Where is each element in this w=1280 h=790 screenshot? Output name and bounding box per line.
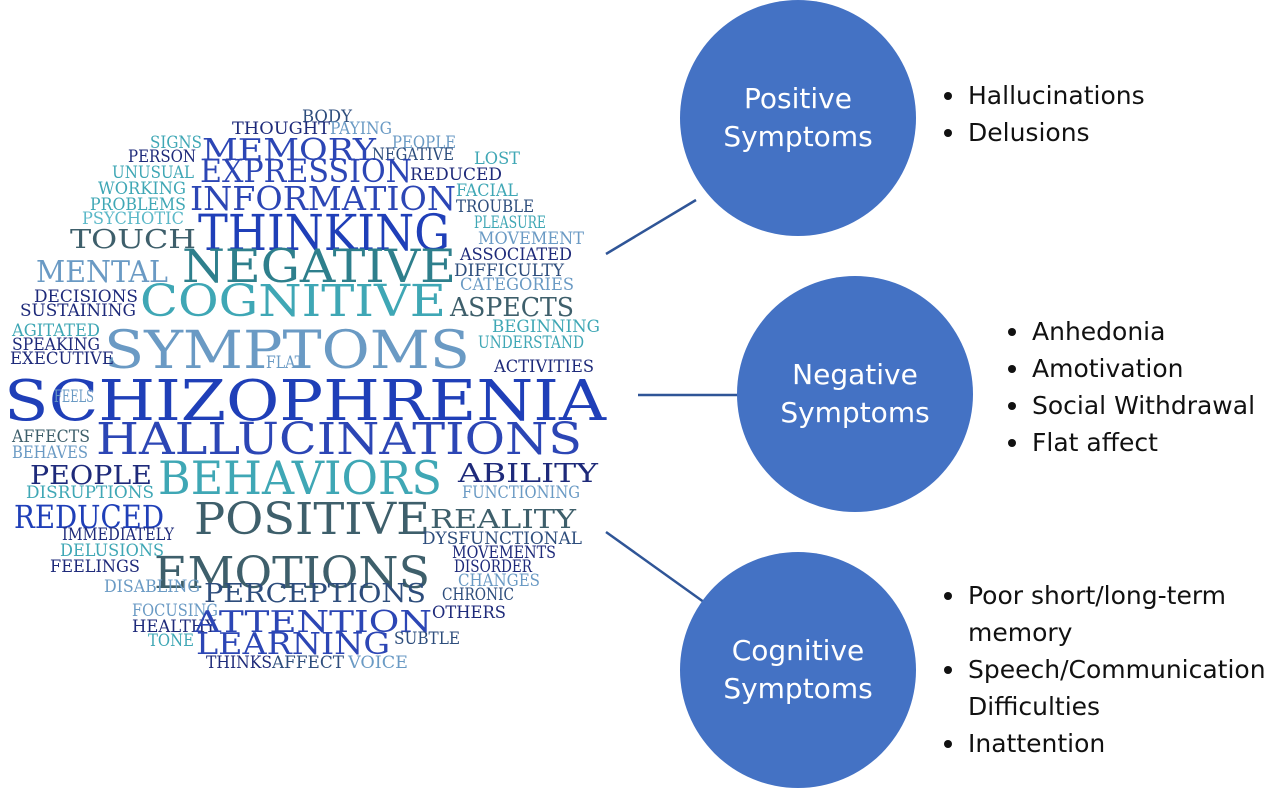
cloud-word-people: PEOPLE [392, 133, 456, 153]
cloud-word-perceptions: PERCEPTIONS [204, 579, 426, 609]
cognitive-title-line1: Cognitive [731, 634, 865, 667]
cloud-word-categories: CATEGORIES [460, 275, 574, 295]
cloud-word-thought: THOUGHT [232, 119, 331, 139]
cloud-word-reduced: REDUCED [410, 165, 502, 185]
cloud-word-pleasure: PLEASURE [474, 213, 546, 233]
cloud-word-decisions: DECISIONS [34, 287, 138, 307]
cloud-word-movement: MOVEMENT [478, 229, 585, 249]
cloud-word-lost: LOST [474, 149, 521, 169]
cloud-word-trouble: TROUBLE [456, 197, 534, 217]
cloud-word-touch: TOUCH [70, 225, 196, 255]
cloud-word-facial: FACIAL [456, 181, 518, 201]
cloud-word-sustaining: SUSTAINING [20, 301, 136, 321]
cloud-word-negative: NEGATIVE [372, 145, 454, 165]
positive-symptoms-circle: Positive Symptoms [680, 0, 916, 236]
cloud-word-unusual: UNUSUAL [112, 163, 194, 183]
cloud-word-delusions: DELUSIONS [60, 541, 164, 561]
cloud-word-disabling: DISABLING [104, 577, 200, 597]
cloud-word-speaking: SPEAKING [12, 335, 100, 355]
list-item-continuation: Difficulties [968, 692, 1101, 721]
cloud-word-dysfunctional: DYSFUNCTIONAL [422, 529, 582, 549]
cloud-word-psychotic: PSYCHOTIC [82, 209, 184, 229]
cloud-word-feelings: FEELINGS [50, 557, 140, 577]
cloud-word-behaviors: BEHAVIORS [158, 451, 442, 505]
cloud-word-executive: EXECUTIVE [10, 349, 114, 369]
positive-title-line2: Symptoms [723, 120, 873, 153]
list-item: Amotivation [1004, 350, 1255, 387]
cloud-word-signs: SIGNS [150, 133, 202, 153]
cloud-word-others: OTHERS [432, 603, 506, 623]
cloud-word-information: INFORMATION [190, 179, 456, 218]
cloud-word-thinks: THINKS [206, 653, 272, 673]
list-item: Social Withdrawal [1004, 387, 1255, 424]
list-item: Hallucinations [940, 77, 1145, 114]
negative-symptoms-circle: Negative Symptoms [737, 276, 973, 512]
cloud-word-movements: MOVEMENTS [452, 543, 556, 563]
cloud-word-disorder: DISORDER [454, 557, 533, 577]
cloud-word-subtle: SUBTLE [394, 629, 460, 649]
list-item: Flat affect [1004, 424, 1255, 461]
cloud-word-difficulty: DIFFICULTY [454, 261, 565, 281]
positive-symptoms-list: Hallucinations Delusions [940, 77, 1145, 151]
list-item: Inattention [940, 725, 1266, 762]
cloud-word-expression: EXPRESSION [200, 152, 412, 190]
cloud-word-behaves: BEHAVES [12, 443, 88, 463]
cloud-word-ability: ABILITY [457, 459, 599, 489]
cloud-word-working: WORKING [98, 179, 186, 199]
cloud-word-schizophrenia: SCHIZOPHRENIA [4, 369, 607, 434]
cloud-word-agitated: AGITATED [11, 321, 100, 341]
connector-cognitive [605, 530, 709, 607]
cloud-word-paying: PAYING [330, 119, 392, 139]
cloud-word-understand: UNDERSTAND [478, 333, 584, 353]
negative-symptoms-list: Anhedonia Amotivation Social Withdrawal … [1004, 313, 1255, 461]
cloud-word-problems: PROBLEMS [90, 195, 186, 215]
cognitive-title-line2: Symptoms [723, 672, 873, 705]
cloud-word-symptoms: SYMPTOMS [104, 321, 470, 381]
cloud-word-thinking: THINKING [198, 204, 450, 262]
cloud-word-cognitive: COGNITIVE [140, 276, 446, 327]
cloud-word-flat: FLAT [266, 353, 305, 373]
cloud-word-attention: ATTENTION [193, 605, 432, 640]
cloud-word-aspects: ASPECTS [449, 293, 574, 323]
list-item-continuation: memory [968, 618, 1073, 647]
cloud-word-memory: MEMORY [202, 133, 377, 168]
positive-title-line1: Positive [744, 82, 852, 115]
cognitive-symptoms-circle: Cognitive Symptoms [680, 552, 916, 788]
negative-title-line1: Negative [792, 358, 918, 391]
negative-title-line2: Symptoms [780, 396, 930, 429]
cloud-word-positive: POSITIVE [194, 494, 430, 545]
cloud-word-feels: FEELS [54, 387, 94, 407]
cloud-word-emotions: EMOTIONS [154, 548, 430, 599]
cloud-word-immediately: IMMEDIATELY [62, 525, 175, 545]
cloud-word-changes: CHANGES [458, 571, 540, 591]
cloud-word-functioning: FUNCTIONING [462, 483, 580, 503]
cloud-word-mental: MENTAL [36, 255, 168, 290]
cloud-word-reality: REALITY [430, 505, 577, 535]
cloud-word-focusing: FOCUSING [132, 601, 218, 621]
list-item: Delusions [940, 114, 1145, 151]
list-item: Anhedonia [1004, 313, 1255, 350]
cloud-word-chronic: CHRONIC [442, 585, 514, 605]
cloud-word-reduced: REDUCED [14, 498, 164, 536]
cloud-word-tone: TONE [148, 631, 194, 651]
cloud-word-disruptions: DISRUPTIONS [26, 483, 154, 503]
cloud-word-voice: VOICE [347, 653, 408, 673]
cloud-word-people: PEOPLE [30, 461, 152, 491]
cloud-word-body: BODY [302, 107, 353, 127]
cloud-word-healthy: HEALTHY [132, 617, 217, 637]
cognitive-symptoms-list: Poor short/long-term memory Speech/Commu… [940, 577, 1266, 762]
cloud-word-person: PERSON [128, 147, 196, 167]
list-item: Speech/Communication [940, 651, 1266, 688]
cloud-word-activities: ACTIVITIES [493, 357, 594, 377]
cloud-word-affects: AFFECTS [11, 427, 90, 447]
cloud-word-hallucinations: HALLUCINATIONS [96, 414, 582, 465]
cloud-word-associated: ASSOCIATED [459, 245, 572, 265]
cloud-word-beginning: BEGINNING [492, 317, 600, 337]
cloud-word-learning: LEARNING [196, 627, 390, 662]
cloud-word-affect: AFFECT [271, 653, 345, 673]
cloud-word-negative: NEGATIVE [182, 239, 456, 293]
list-item: Poor short/long-term [940, 577, 1266, 614]
